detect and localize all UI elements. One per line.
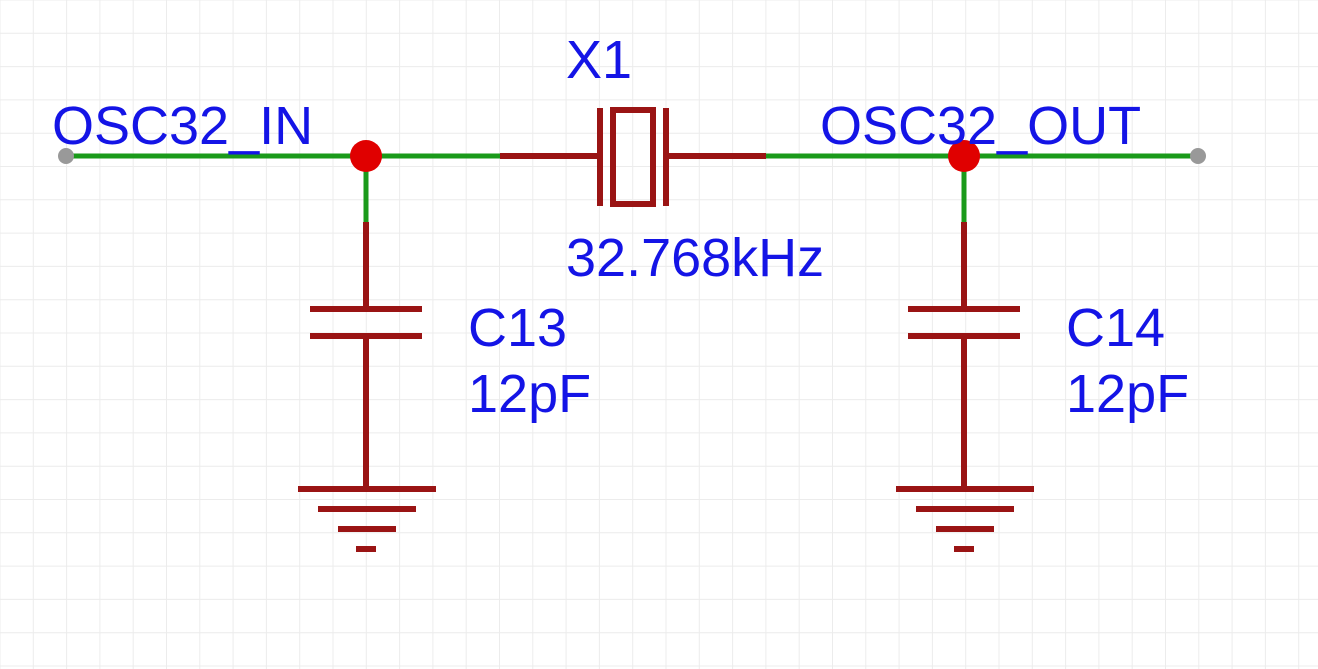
wires [66,153,1198,222]
crystal-body [610,107,656,207]
crystal-designator[interactable]: X1 [566,30,632,90]
c13-designator[interactable]: C13 [468,298,567,358]
ground-icon[interactable] [896,486,1034,552]
crystal-value[interactable]: 32.768kHz [566,228,824,288]
c13-value[interactable]: 12pF [468,364,591,424]
ground-icon[interactable] [298,486,436,552]
junction-dot-right[interactable] [948,140,980,172]
capacitor-c13[interactable] [310,222,422,488]
net-label-osc32-in[interactable]: OSC32_IN [52,96,313,156]
net-label-osc32-out[interactable]: OSC32_OUT [820,96,1141,156]
c14-designator[interactable]: C14 [1066,298,1165,358]
junction-dot-left[interactable] [350,140,382,172]
crystal-x1[interactable] [500,107,766,207]
net-terminal-left[interactable] [58,148,74,164]
c14-value[interactable]: 12pF [1066,364,1189,424]
capacitor-c14[interactable] [908,222,1020,488]
net-terminal-right[interactable] [1190,148,1206,164]
